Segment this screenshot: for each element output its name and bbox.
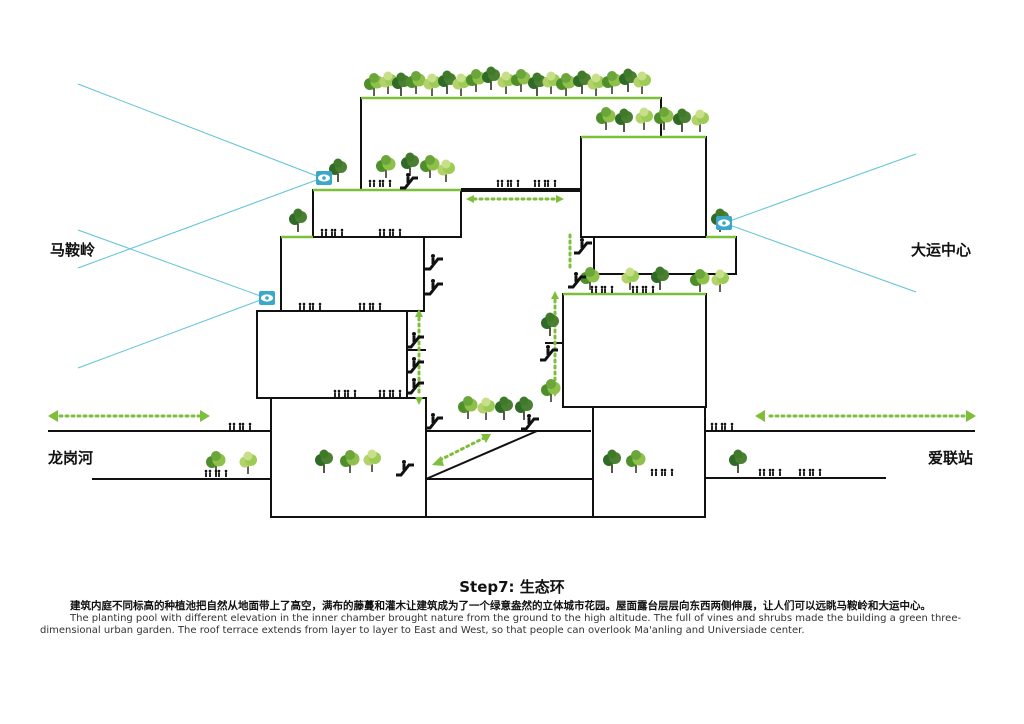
- caption-chinese: 建筑内庭不同标高的种植池把自然从地面带上了高空，满布的藤蔓和灌木让建筑成为了一个…: [70, 600, 931, 612]
- caption-english: The planting pool with different elevati…: [40, 613, 962, 636]
- eye-icon: [259, 291, 275, 305]
- caption-title: Step7: 生态环: [459, 578, 565, 596]
- label-longgang: 龙岗河: [48, 449, 94, 467]
- eye-icon: [316, 171, 332, 185]
- circulation-arrows: [58, 197, 967, 462]
- eye-icon: [716, 216, 732, 230]
- label-dayun: 大运中心: [911, 241, 972, 259]
- ground-lines: [48, 430, 975, 480]
- caption: Step7: 生态环 建筑内庭不同标高的种植池把自然从地面带上了高空，满布的藤蔓…: [40, 576, 984, 637]
- label-maanling: 马鞍岭: [50, 241, 96, 259]
- arrowheads: [48, 195, 976, 466]
- green-roofs: [281, 96, 736, 296]
- sight-lines: [77, 83, 917, 369]
- label-ailian: 爱联站: [928, 449, 974, 467]
